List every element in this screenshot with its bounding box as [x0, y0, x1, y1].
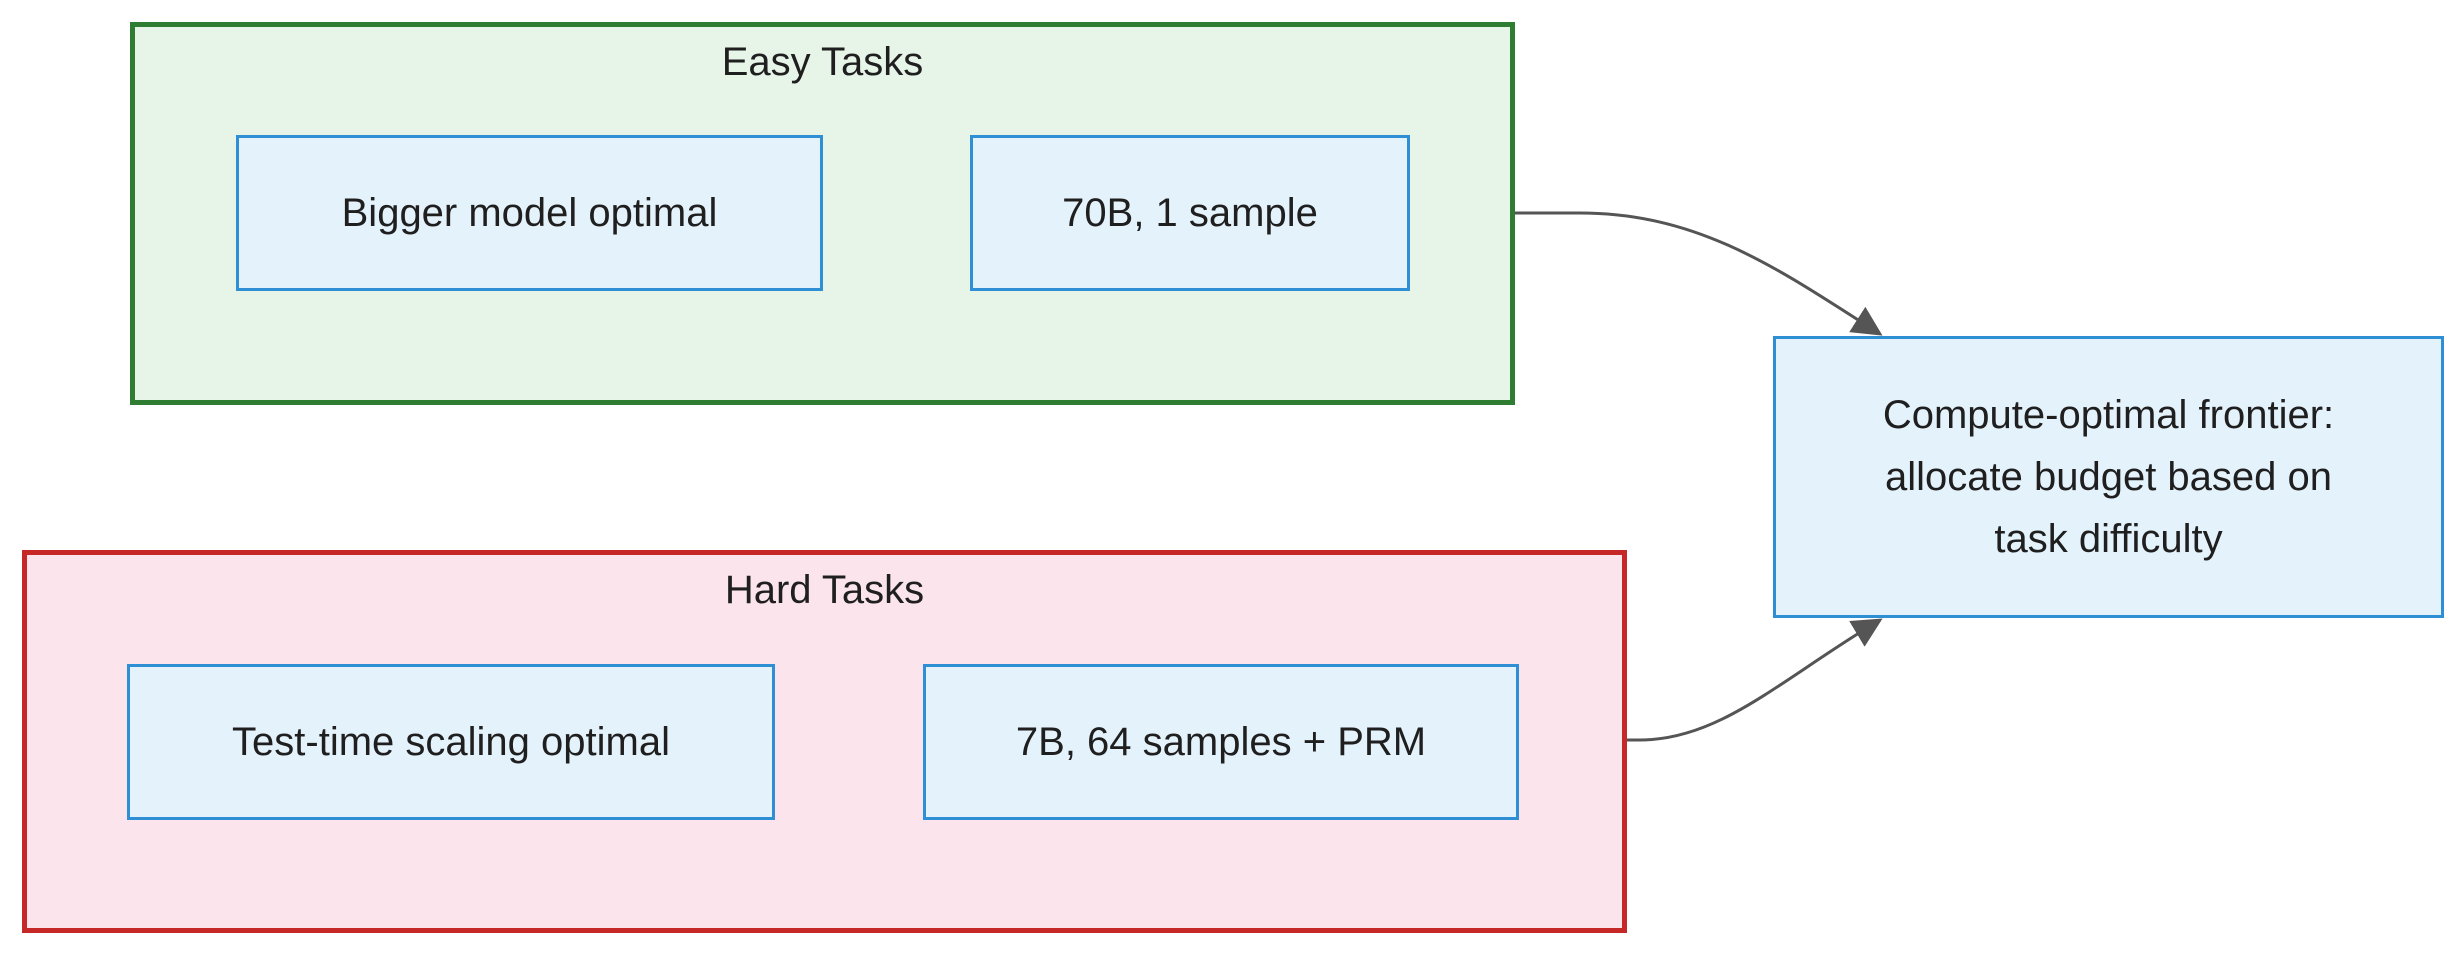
frontier-line-1: Compute-optimal frontier: — [1882, 393, 2335, 437]
edge-easy-to-frontier — [1515, 211, 1883, 336]
node-70b-1-sample: 70B, 1 sample — [970, 135, 1410, 291]
node-test-time-scaling-optimal: Test-time scaling optimal — [127, 664, 775, 820]
node-test-time-scaling-optimal-label: Test-time scaling optimal — [232, 720, 670, 764]
hard-tasks-title: Hard Tasks — [724, 568, 925, 612]
easy-tasks-title: Easy Tasks — [721, 40, 924, 84]
node-bigger-model-optimal: Bigger model optimal — [236, 135, 823, 291]
node-7b-64-samples-prm: 7B, 64 samples + PRM — [923, 664, 1519, 820]
node-7b-64-samples-prm-label: 7B, 64 samples + PRM — [1015, 720, 1427, 764]
node-bigger-model-optimal-label: Bigger model optimal — [341, 191, 718, 235]
edge-hard-to-frontier — [1627, 618, 1883, 742]
frontier-line-3: task difficulty — [1994, 517, 2223, 561]
frontier-line-2: allocate budget based on — [1884, 455, 2333, 499]
node-compute-optimal-frontier: Compute-optimal frontier: allocate budge… — [1773, 336, 2444, 618]
node-70b-1-sample-label: 70B, 1 sample — [1062, 191, 1318, 235]
